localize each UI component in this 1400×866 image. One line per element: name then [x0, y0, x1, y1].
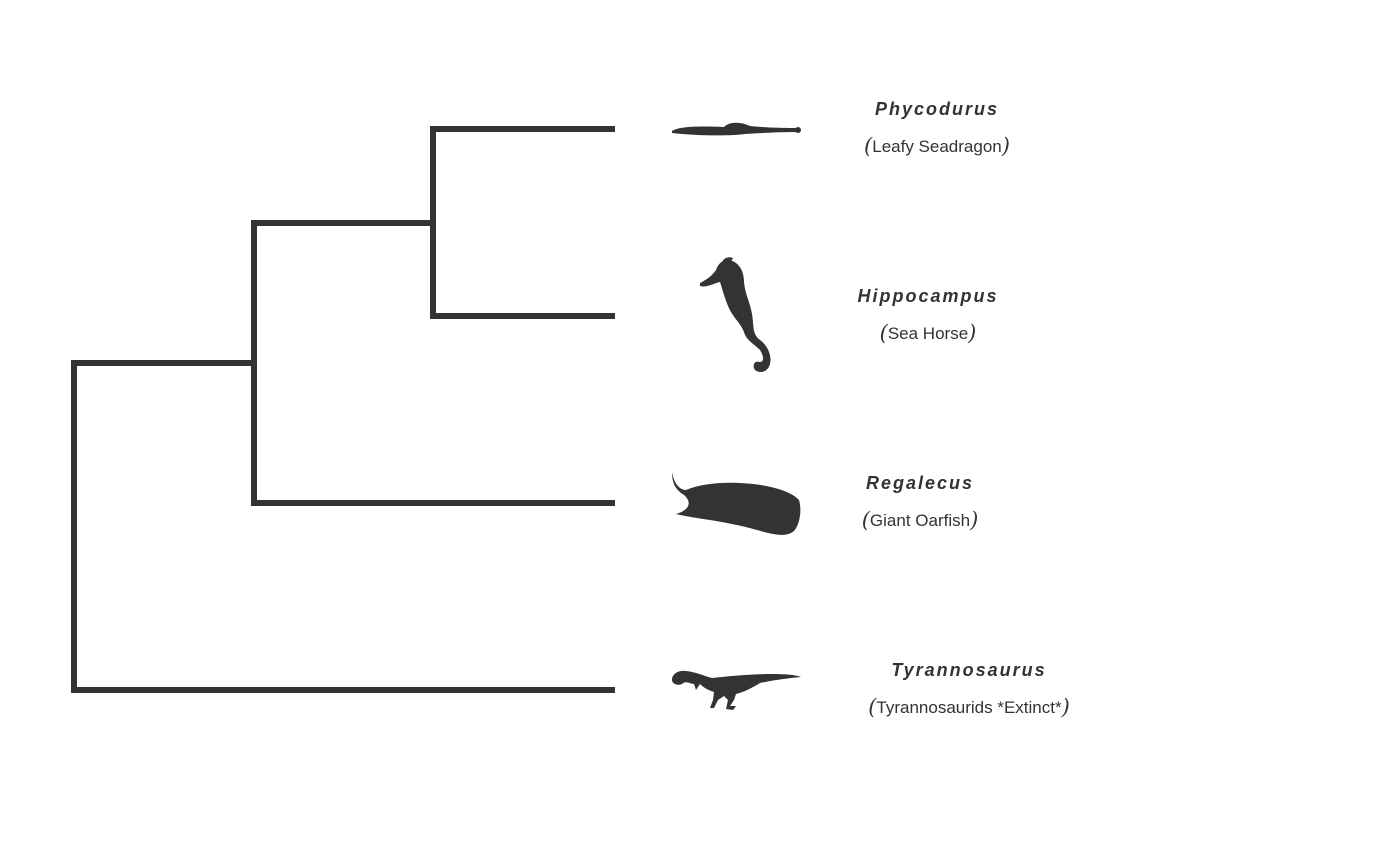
common-name: (Leafy Seadragon) — [864, 134, 1010, 158]
oarfish-icon — [672, 472, 801, 535]
tyrannosaurus-icon — [672, 670, 801, 710]
common-name-text: Tyrannosaurids *Extinct* — [876, 698, 1062, 717]
common-name-text: Leafy Seadragon — [872, 137, 1002, 156]
genus-name: Tyrannosaurus — [891, 660, 1047, 680]
silhouettes — [672, 122, 801, 710]
taxon-label-regalecus: Regalecus (Giant Oarfish) — [775, 473, 1065, 532]
taxon-label-hippocampus: Hippocampus (Sea Horse) — [783, 286, 1073, 345]
common-name: (Sea Horse) — [879, 321, 977, 345]
taxon-label-phycodurus: Phycodurus (Leafy Seadragon) — [792, 99, 1082, 158]
common-name: (Giant Oarfish) — [861, 508, 979, 532]
genus-name: Regalecus — [865, 473, 975, 493]
sea-horse-icon — [700, 257, 771, 372]
taxon-label-tyrannosaurus: Tyrannosaurus (Tyrannosaurids *Extinct*) — [824, 660, 1114, 719]
leafy-seadragon-icon — [672, 122, 801, 136]
common-name-text: Giant Oarfish — [869, 511, 971, 530]
common-name-text: Sea Horse — [887, 324, 969, 343]
common-name: (Tyrannosaurids *Extinct*) — [868, 695, 1070, 719]
tree-branches — [71, 126, 615, 693]
genus-name: Phycodurus — [874, 99, 1000, 119]
genus-name: Hippocampus — [857, 286, 999, 306]
